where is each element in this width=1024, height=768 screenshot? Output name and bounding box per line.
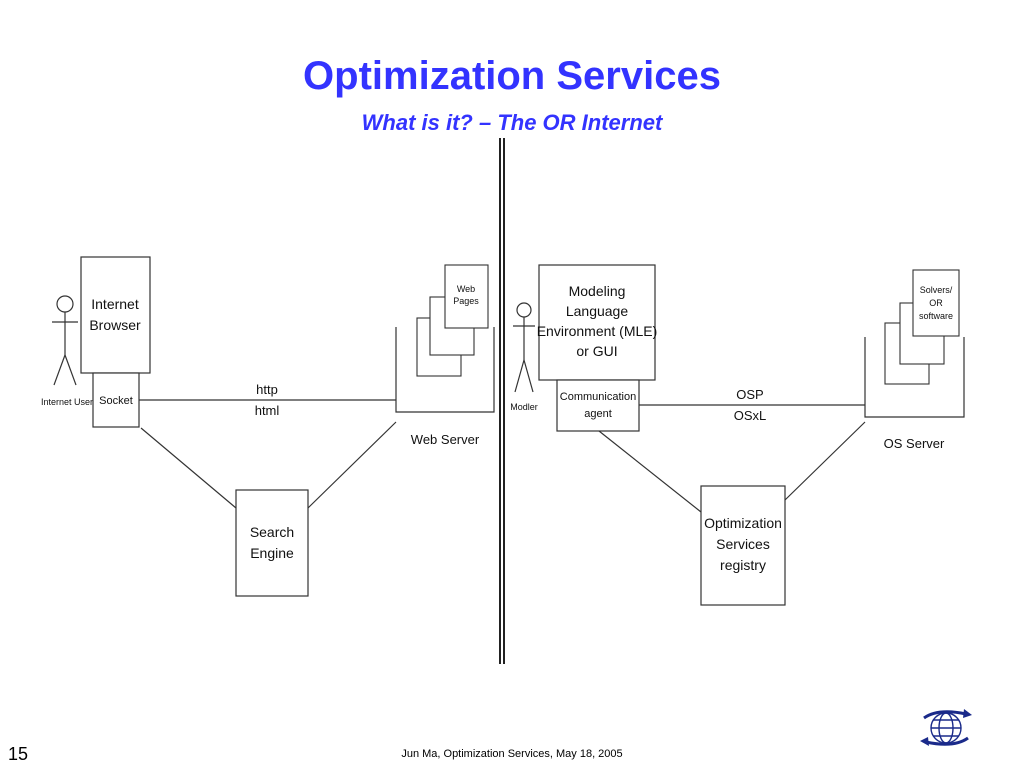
registry-label-line2: Services [716,536,770,552]
internet-user-label: Internet User [41,397,93,407]
os-server-label: OS Server [884,436,945,451]
osp-label: OSP [736,387,763,402]
search-engine-label-line1: Search [250,524,294,540]
browser-label-line1: Internet [91,296,139,312]
osxl-label: OSxL [734,408,767,423]
browser-label-line2: Browser [89,317,141,333]
mle-label-line1: Modeling [569,283,626,299]
slide-subtitle: What is it? – The OR Internet [361,110,663,135]
socket-label: Socket [99,395,133,407]
server-search-line [307,421,397,509]
socket-search-line [140,427,237,509]
agent-registry-line [598,430,702,513]
os-server-bracket [864,337,965,418]
solvers-label-line2: OR [929,298,943,308]
modler-user-icon [513,302,535,393]
search-engine-box: Search Engine [235,489,309,597]
web-pages-label-line2: Pages [453,296,479,306]
os-registry-box: Optimization Services registry [700,485,786,606]
solvers-label-line3: software [919,311,953,321]
mle-label-line4: or GUI [576,343,617,359]
agent-label-line1: Communication [560,391,636,403]
solvers-label-line1: Solvers/ [920,285,953,295]
registry-label-line1: Optimization [704,515,782,531]
internet-browser-box: Internet Browser [80,256,151,374]
internet-user-icon [52,295,78,386]
communication-agent-box: Communication agent [556,379,640,432]
modler-label: Modler [510,402,538,412]
web-pages-label-line1: Web [457,284,475,294]
search-engine-label-line2: Engine [250,545,294,561]
slide-footer: Jun Ma, Optimization Services, May 18, 2… [401,748,623,760]
agent-label-line2: agent [584,408,612,420]
http-label: http [256,382,278,397]
page-number: 15 [8,744,29,764]
web-server-label: Web Server [411,432,480,447]
registry-label-line3: registry [720,557,766,573]
socket-box: Socket [92,372,140,428]
mle-box: Modeling Language Environment (MLE) or G… [537,264,658,381]
globe-arrows-logo-icon [920,709,972,746]
html-label: html [255,403,280,418]
mle-label-line3: Environment (MLE) [537,323,658,339]
center-divider [499,138,505,664]
web-server-bracket [395,327,495,413]
slide-title: Optimization Services [303,54,721,98]
web-pages-stack: Web Pages [416,264,489,377]
server-registry-line [784,421,866,501]
mle-label-line2: Language [566,303,629,319]
solvers-stack: Solvers/ OR software [884,269,960,385]
